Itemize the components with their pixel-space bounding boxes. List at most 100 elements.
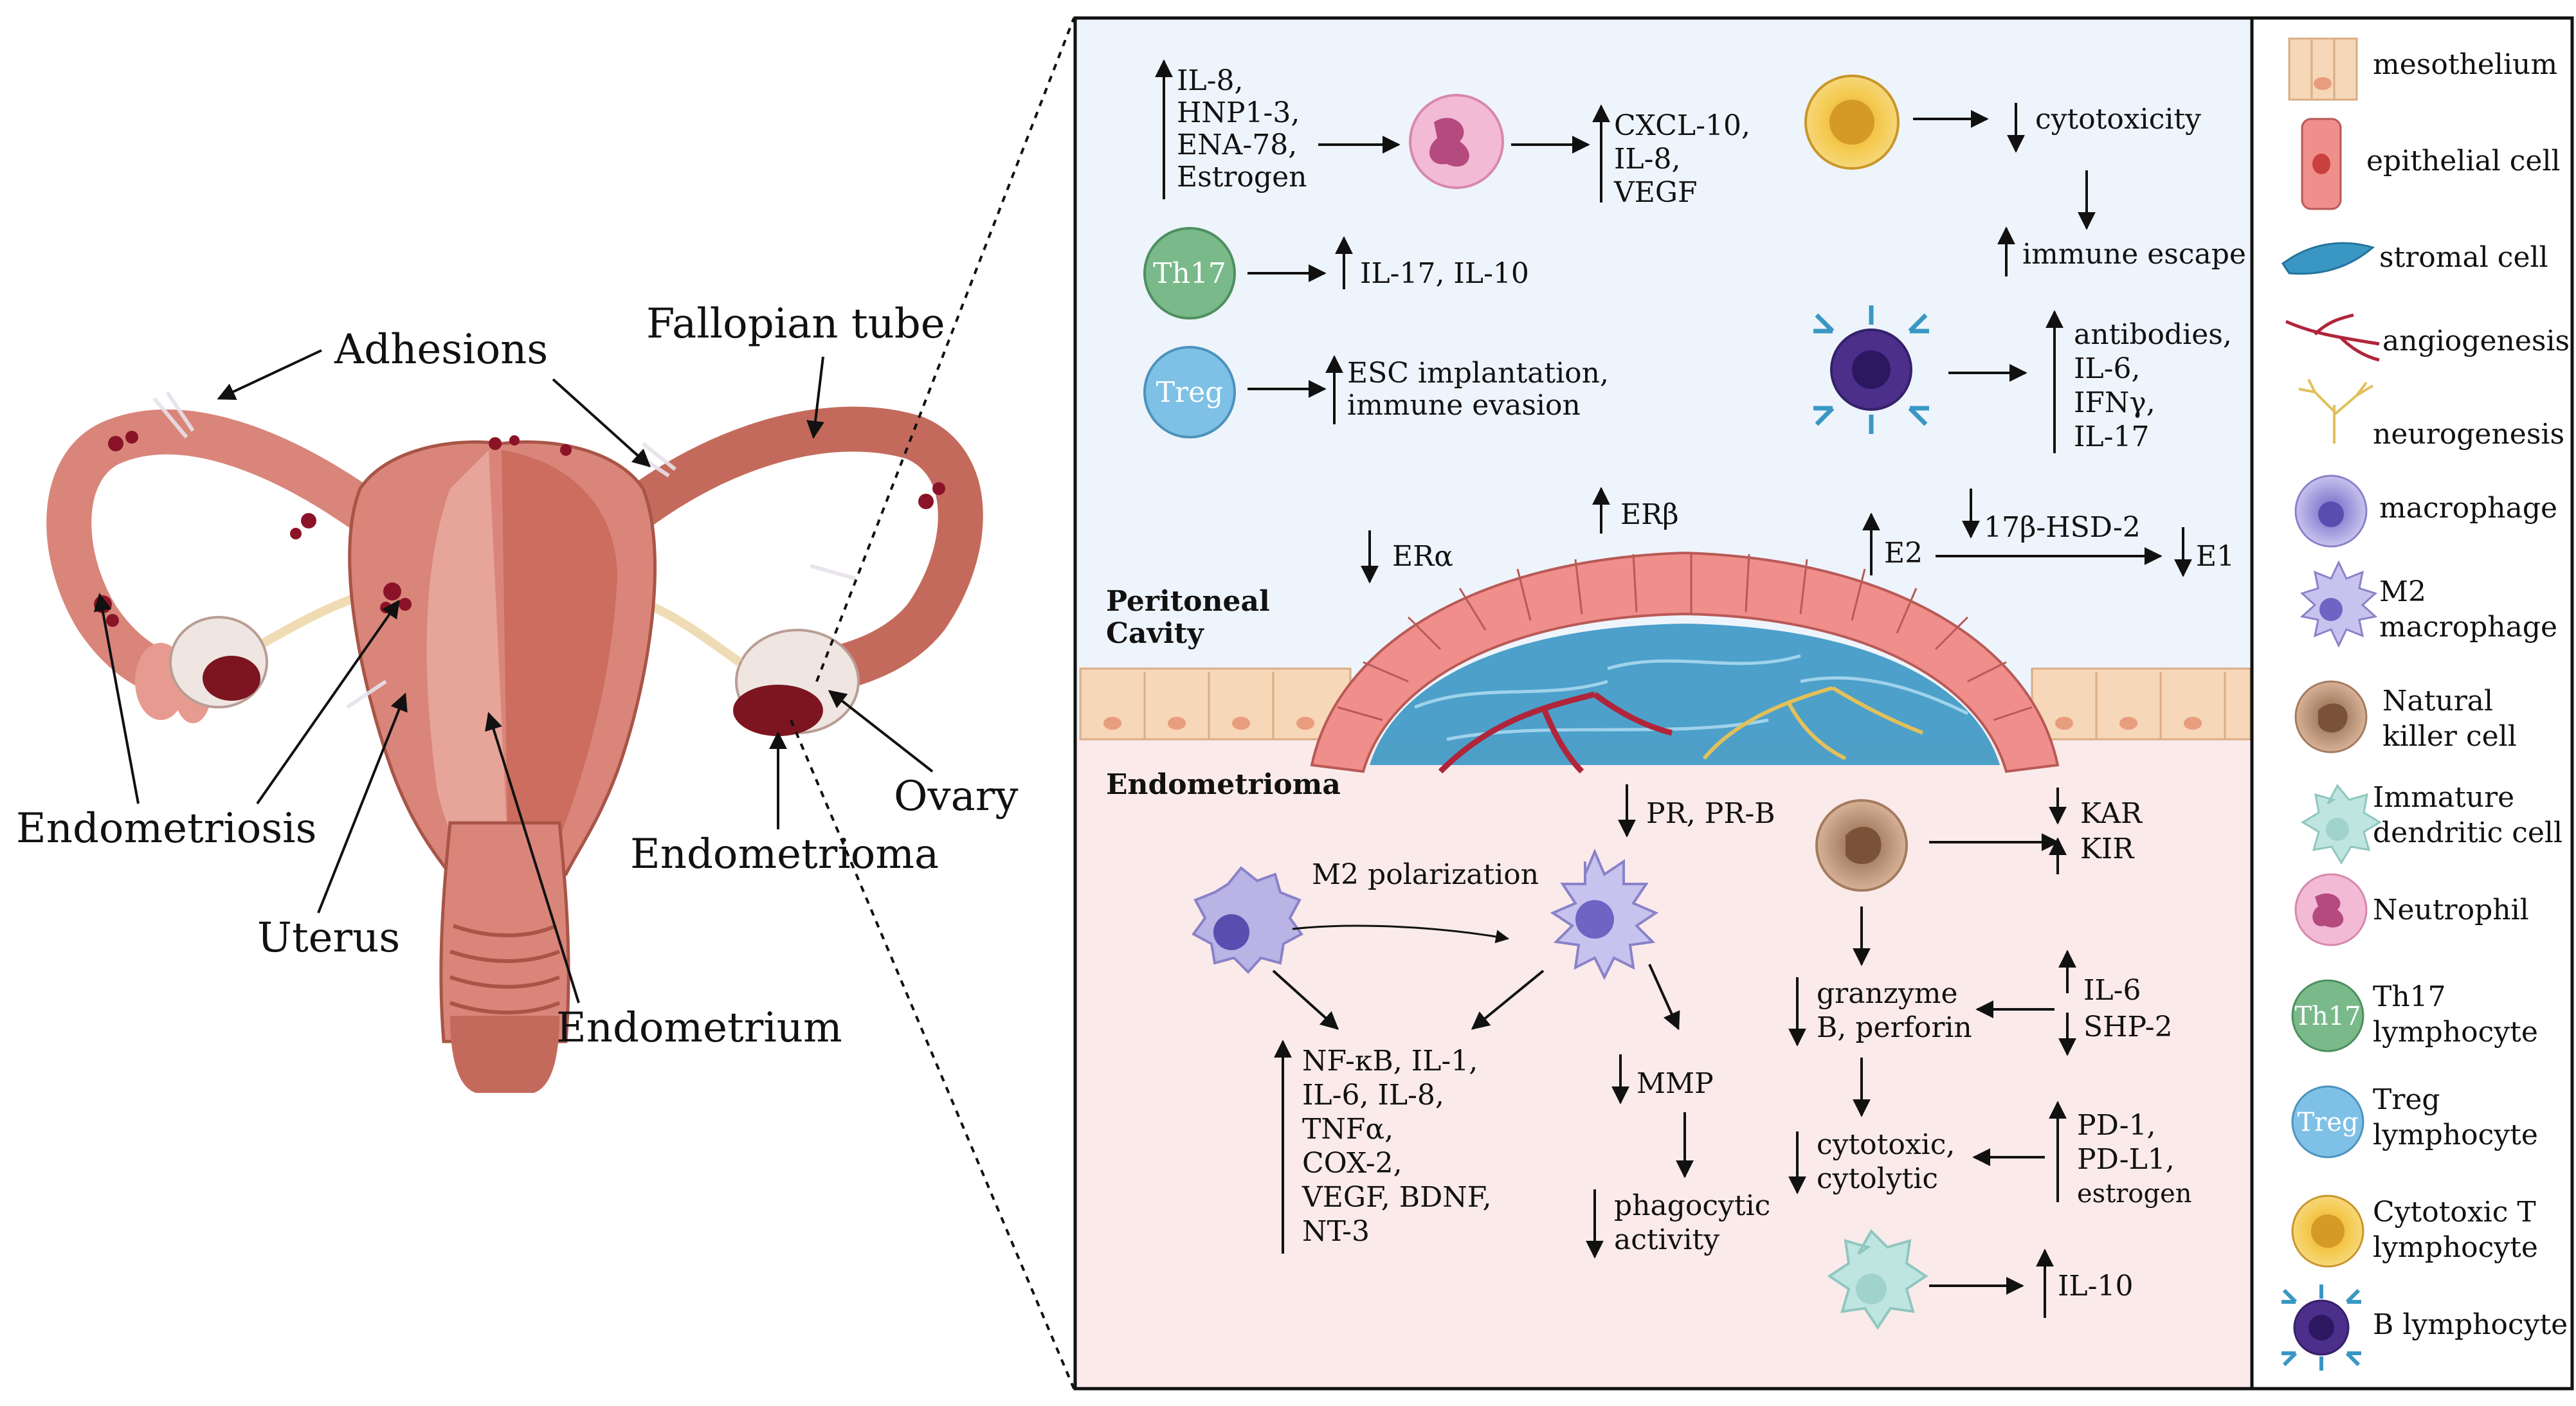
right-fallopian-tube bbox=[608, 406, 983, 691]
ctl-cell bbox=[1804, 75, 1900, 170]
epithelial-cell-dividers bbox=[1337, 553, 2033, 721]
m2-macrophage-cell bbox=[1550, 848, 1659, 980]
legend-neutrophil-icon bbox=[2294, 873, 2368, 946]
blood-vessel bbox=[1438, 691, 1673, 774]
legend-neurogenesis-icon bbox=[2298, 379, 2374, 444]
region-peritoneal-1: Peritoneal bbox=[1106, 585, 1270, 618]
legend-angiogenesis: angiogenesis bbox=[2382, 325, 2570, 357]
neutrophil-out-0: CXCL-10, bbox=[1614, 109, 1750, 142]
legend-m2-macrophage-icon bbox=[2299, 560, 2378, 648]
legend-ctl-0: Cytotoxic T bbox=[2373, 1196, 2536, 1229]
nerve-fibers bbox=[1702, 686, 1924, 761]
vagina bbox=[450, 1016, 559, 1093]
legend-m2-0: M2 bbox=[2379, 575, 2426, 608]
label-endometrium: Endometrium bbox=[556, 1004, 842, 1052]
neutrophil-cell bbox=[1409, 94, 1504, 189]
legend-macrophage: macrophage bbox=[2379, 492, 2557, 525]
legend-mesothelium-icon bbox=[2288, 37, 2358, 101]
legend-nk-1: killer cell bbox=[2382, 720, 2517, 753]
legend-th17-icon: Th17 bbox=[2291, 979, 2364, 1052]
label-endometriosis: Endometriosis bbox=[16, 805, 316, 852]
legend-mesothelium: mesothelium bbox=[2373, 48, 2557, 81]
treg-out-0: ESC implantation, bbox=[1347, 357, 1609, 390]
zoom-line-top bbox=[815, 17, 1075, 682]
nk-cell bbox=[1815, 799, 1908, 892]
legend-nk-icon bbox=[2294, 680, 2368, 753]
mmp: MMP bbox=[1637, 1067, 1714, 1100]
neutrophil-in-3: Estrogen bbox=[1177, 161, 1307, 194]
legend-bcell: B lymphocyte bbox=[2373, 1308, 2568, 1341]
zoom-line-bottom bbox=[790, 719, 1075, 1389]
vaginal-folds bbox=[449, 924, 561, 1014]
treg-cell: Treg bbox=[1143, 346, 1236, 438]
m2-polarization: M2 polarization bbox=[1312, 858, 1539, 891]
dendritic-cell bbox=[1827, 1229, 1928, 1330]
il6-shp2-1: SHP-2 bbox=[2083, 1011, 2173, 1043]
e1: E1 bbox=[2196, 540, 2235, 573]
phagocytic-1: activity bbox=[1614, 1223, 1719, 1256]
mesothelium-strip bbox=[1079, 667, 2252, 741]
uterus-anatomy bbox=[46, 391, 983, 1093]
label-endometrioma-anatomy: Endometrioma bbox=[630, 831, 939, 878]
legend-th17-title: Th17 bbox=[2373, 980, 2446, 1013]
legend-treg-badge: Treg bbox=[2297, 1108, 2358, 1137]
granzyme-1: B, perforin bbox=[1817, 1011, 1972, 1044]
immune-escape: immune escape bbox=[2022, 238, 2246, 271]
left-fallopian-tube bbox=[46, 409, 383, 698]
legend-m2-1: macrophage bbox=[2379, 611, 2557, 644]
bcell-out-0: antibodies, bbox=[2074, 318, 2232, 351]
macrophage-out-2: TNFα, bbox=[1302, 1113, 1393, 1146]
left-ovary-lesion bbox=[203, 656, 260, 701]
b-lymphocyte-cell bbox=[1813, 305, 1929, 434]
label-uterus: Uterus bbox=[257, 914, 400, 962]
neutrophil-in-1: HNP1-3, bbox=[1177, 96, 1300, 129]
legend-nk-0: Natural bbox=[2382, 685, 2493, 717]
legend-treg-icon: Treg bbox=[2291, 1085, 2364, 1158]
legend-dendritic-icon bbox=[2301, 784, 2382, 865]
e2: E2 bbox=[1884, 537, 1923, 570]
uterus-cavity bbox=[426, 450, 508, 855]
region-endometrioma: Endometrioma bbox=[1106, 768, 1341, 801]
endometrium-layer bbox=[502, 450, 617, 855]
macrophage-cell bbox=[1192, 866, 1303, 974]
legend-bcell-icon bbox=[2281, 1284, 2361, 1371]
treg-out-1: immune evasion bbox=[1347, 389, 1581, 422]
il10: IL-10 bbox=[2058, 1270, 2133, 1302]
macrophage-out-3: COX-2, bbox=[1302, 1147, 1402, 1180]
legend-treg-title: Treg bbox=[2373, 1083, 2440, 1116]
legend-dendritic-1: dendritic cell bbox=[2373, 816, 2562, 849]
peritoneal-pathways: IL-8, HNP1-3, ENA-78, Estrogen CXCL-10, … bbox=[1143, 59, 2246, 584]
epithelium-arch bbox=[1310, 551, 2060, 773]
kir: KIR bbox=[2080, 833, 2135, 865]
legend-angiogenesis-icon bbox=[2285, 313, 2380, 362]
er-beta: ERβ bbox=[1620, 498, 1679, 531]
legend: mesothelium epithelial cell stromal cell… bbox=[2281, 37, 2570, 1371]
granzyme-0: granzyme bbox=[1817, 977, 1958, 1010]
ctl-out: cytotoxicity bbox=[2035, 103, 2201, 136]
legend-ctl-1: lymphocyte bbox=[2373, 1231, 2538, 1264]
pd1-2: estrogen bbox=[2077, 1179, 2192, 1209]
macrophage-out-0: NF-κB, IL-1, bbox=[1302, 1045, 1478, 1077]
legend-stromal-icon bbox=[2281, 242, 2375, 275]
legend-epithelial: epithelial cell bbox=[2366, 145, 2561, 177]
hsd: 17β-HSD-2 bbox=[1984, 511, 2141, 544]
pd1-0: PD-1, bbox=[2077, 1109, 2156, 1142]
label-ovary: Ovary bbox=[894, 773, 1019, 820]
endometriotic-lesion bbox=[1310, 551, 2060, 774]
legend-dendritic-0: Immature bbox=[2373, 781, 2514, 814]
region-peritoneal-2: Cavity bbox=[1106, 617, 1204, 650]
neutrophil-in-2: ENA-78, bbox=[1177, 129, 1297, 161]
legend-th17-badge: Th17 bbox=[2294, 1002, 2361, 1031]
pd1-1: PD-L1, bbox=[2077, 1143, 2175, 1176]
neutrophil-in-0: IL-8, bbox=[1177, 64, 1243, 97]
macrophage-out-5: NT-3 bbox=[1302, 1215, 1370, 1248]
pr: PR, PR-B bbox=[1646, 797, 1775, 830]
bcell-out-3: IL-17 bbox=[2074, 420, 2149, 453]
phagocytic-0: phagocytic bbox=[1614, 1189, 1770, 1222]
cytotoxic-1: cytolytic bbox=[1817, 1162, 1938, 1195]
bcell-out-2: IFNγ, bbox=[2074, 386, 2155, 419]
legend-epithelial-icon bbox=[2301, 118, 2342, 210]
il6-shp2-0: IL-6 bbox=[2083, 974, 2141, 1007]
label-fallopian-tube: Fallopian tube bbox=[646, 300, 945, 348]
